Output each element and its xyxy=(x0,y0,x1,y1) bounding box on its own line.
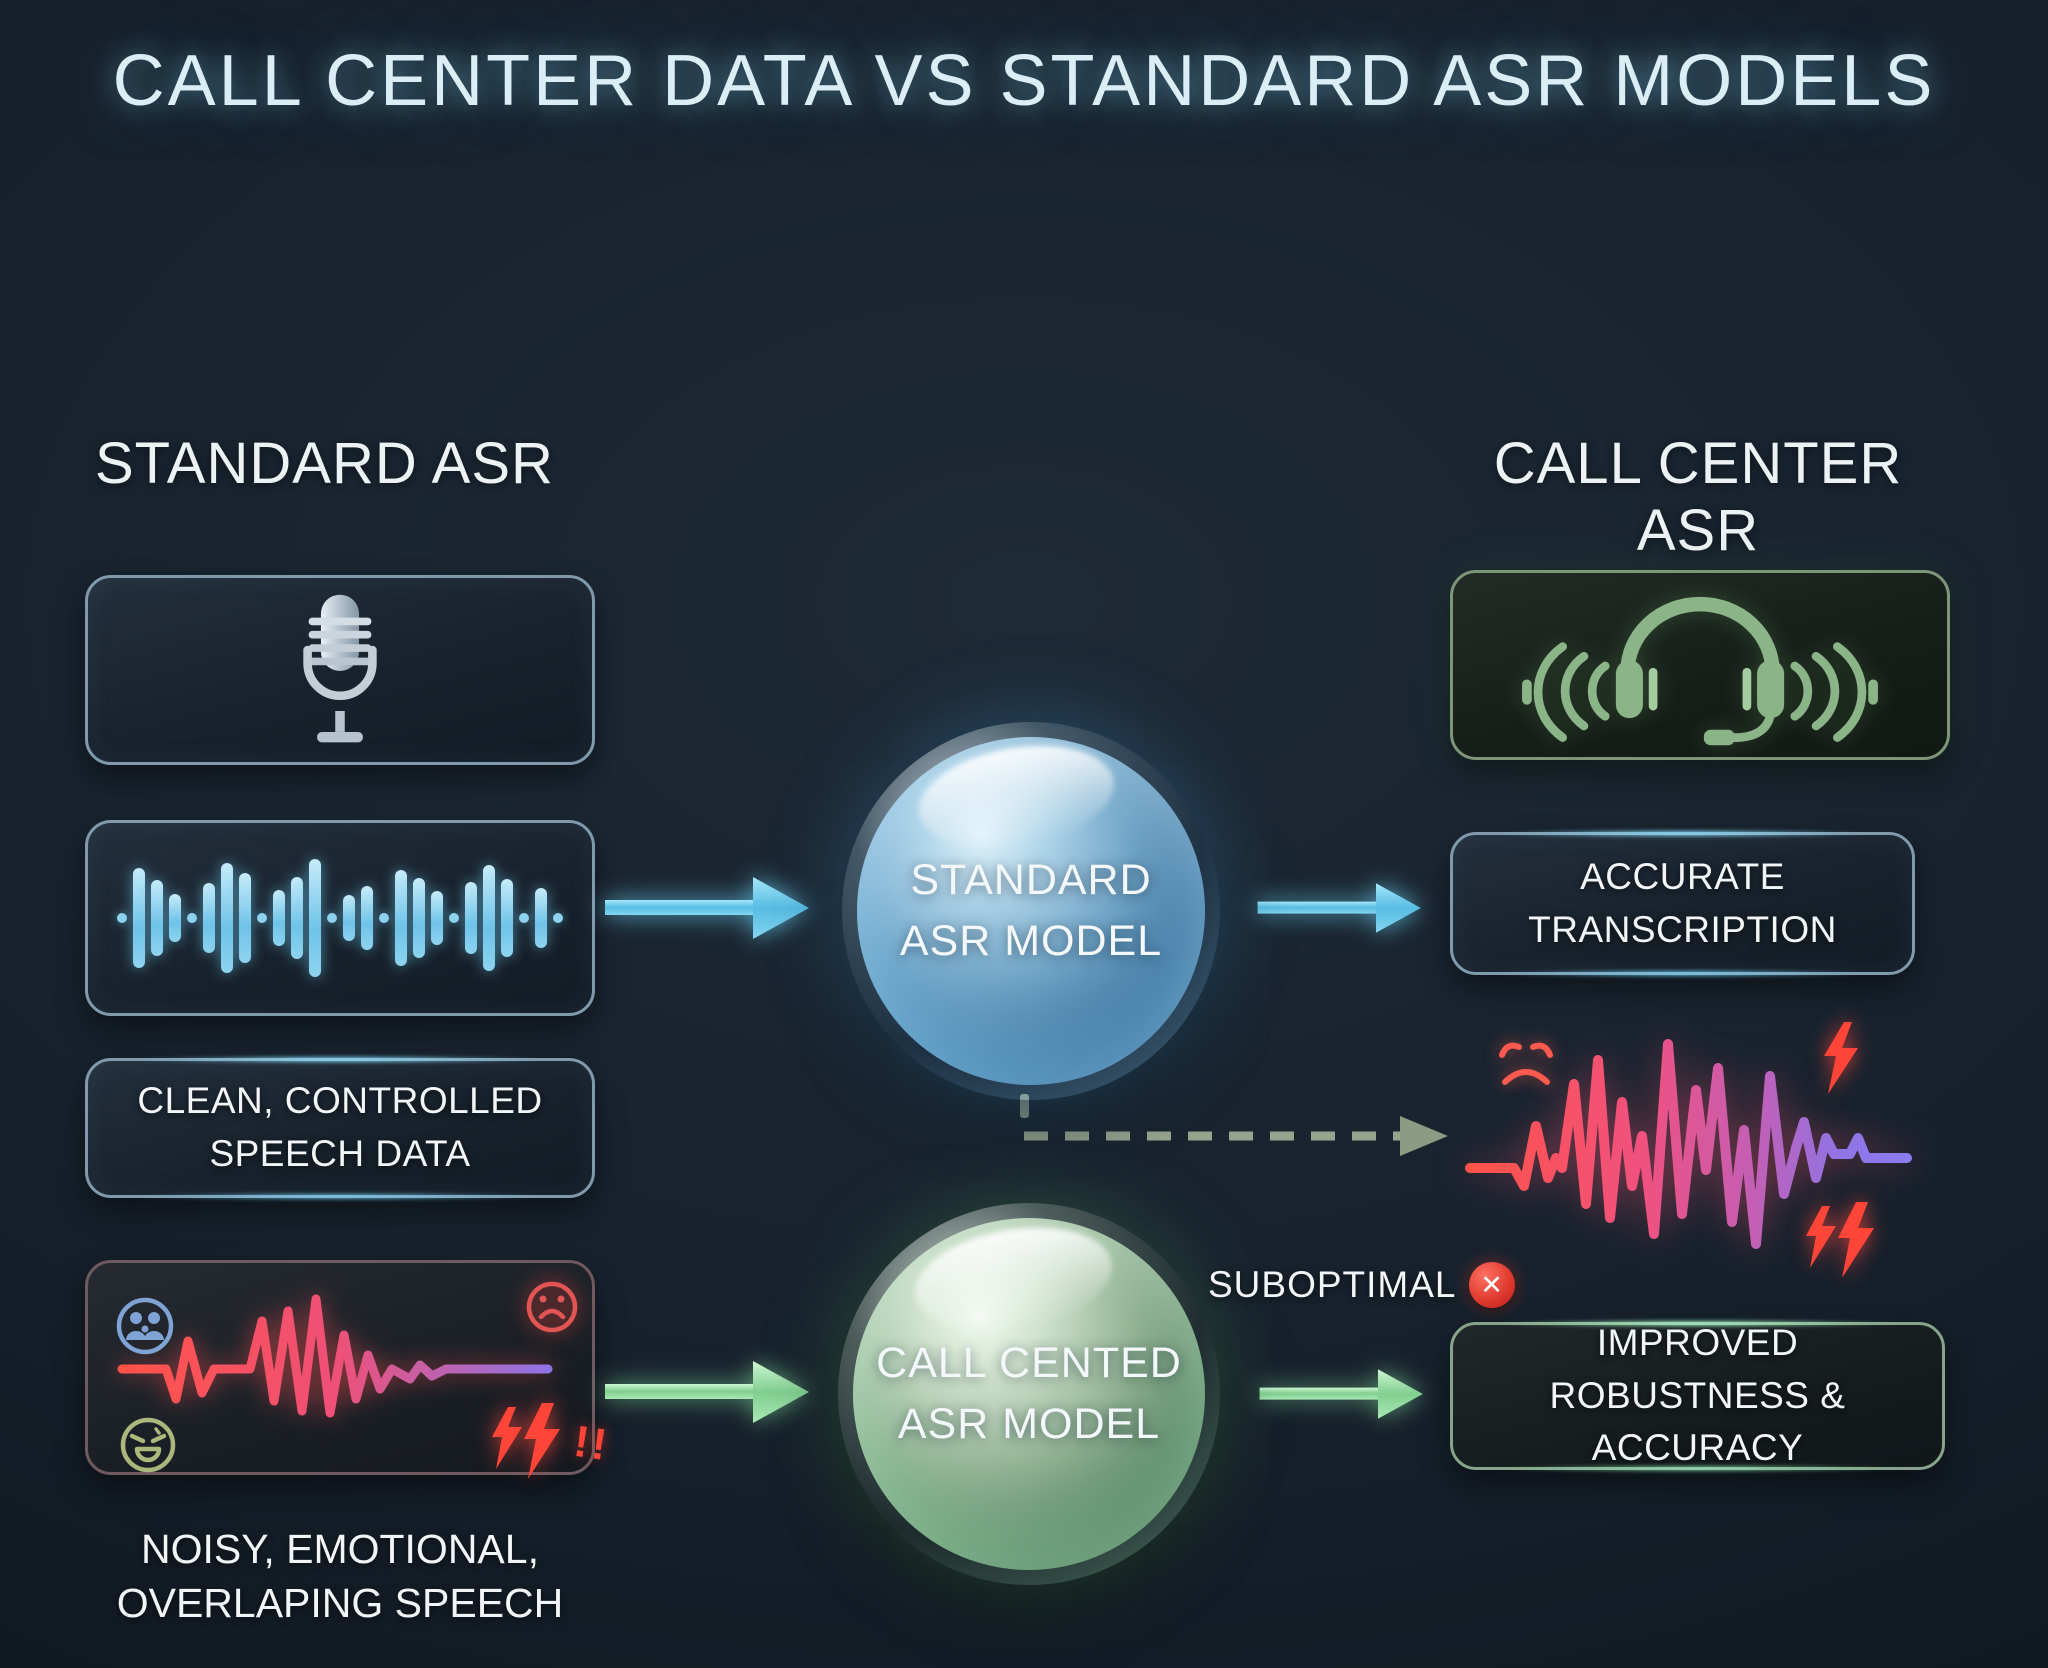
improved-robustness-card: IMPROVED ROBUSTNESS & ACCURACY xyxy=(1450,1322,1945,1470)
left-column-header: STANDARD ASR xyxy=(95,431,554,496)
sad-face-icon xyxy=(526,1281,578,1333)
text-line: ROBUSTNESS & ACCURACY xyxy=(1549,1374,1846,1469)
noisy-speech-card: !! xyxy=(85,1260,613,1479)
clean-audio-card xyxy=(85,820,595,1016)
clean-speech-text: CLEAN, CONTROLLED SPEECH DATA xyxy=(137,1075,542,1180)
waveform-bar xyxy=(273,890,285,946)
waveform-bar xyxy=(239,873,251,963)
waveform-dot xyxy=(379,913,389,923)
suboptimal-dashed-arrow xyxy=(1020,1094,1448,1156)
accurate-transcription-card: ACCURATE TRANSCRIPTION xyxy=(1450,832,1915,975)
text-line: CALL CENTED xyxy=(876,1339,1182,1387)
right-column-header: CALL CENTER ASR xyxy=(1493,431,1903,563)
waveform-bar xyxy=(151,880,163,956)
waveform-dot xyxy=(257,913,267,923)
call-center-asr-model-sphere: CALL CENTED ASR MODEL xyxy=(838,1203,1220,1585)
text-line: CLEAN, CONTROLLED xyxy=(137,1080,543,1122)
chaotic-gradient-waveform xyxy=(1465,1039,1912,1249)
waveform-dot xyxy=(327,913,337,923)
microphone-card xyxy=(85,575,595,765)
waveform-bar xyxy=(133,868,145,968)
suboptimal-label-group: SUBOPTIMAL ✕ xyxy=(1208,1262,1515,1308)
text-line: ASR MODEL xyxy=(899,917,1163,965)
noisy-speech-caption: NOISY, EMOTIONAL, OVERLAPING SPEECH xyxy=(85,1522,595,1630)
double-lightning-icon xyxy=(1806,1202,1874,1278)
waveform-bar xyxy=(395,870,407,966)
improved-robustness-text: IMPROVED ROBUSTNESS & ACCURACY xyxy=(1453,1317,1942,1475)
noisy-input-arrow xyxy=(605,1361,809,1423)
x-circle-icon: ✕ xyxy=(1468,1262,1515,1308)
waveform-bar xyxy=(291,877,303,959)
headset-with-soundwaves-icon xyxy=(1522,596,1878,746)
waveform-dot xyxy=(117,913,127,923)
audio-waveform-bars xyxy=(88,823,592,1013)
page-title: CALL CENTER DATA VS STANDARD ASR MODELS xyxy=(112,41,1936,121)
group-people-icon xyxy=(116,1297,174,1355)
waveform-bar xyxy=(483,865,495,971)
waveform-bar xyxy=(535,888,547,948)
waveform-bar xyxy=(343,895,355,941)
waveform-bar xyxy=(465,882,477,954)
text-line: TRANSCRIPTION xyxy=(1528,908,1837,950)
microphone-icon xyxy=(303,594,377,743)
standard-asr-model-sphere: STANDARD ASR MODEL xyxy=(842,722,1220,1100)
waveform-bar xyxy=(203,883,215,953)
text-line: STANDARD xyxy=(910,856,1152,904)
waveform-bar xyxy=(413,878,425,958)
clean-speech-label-card: CLEAN, CONTROLLED SPEECH DATA xyxy=(85,1058,595,1198)
waveform-dot xyxy=(553,913,563,923)
waveform-bar xyxy=(221,863,233,973)
waveform-dot xyxy=(449,913,459,923)
distressed-face-icon xyxy=(120,1417,176,1473)
text-line: NOISY, EMOTIONAL, xyxy=(141,1526,539,1572)
headset-card xyxy=(1450,570,1950,760)
waveform-dot xyxy=(519,913,529,923)
double-lightning-icon xyxy=(492,1403,560,1479)
clean-input-arrow xyxy=(605,877,809,939)
text-line: ACCURATE xyxy=(1580,855,1785,897)
waveform-dot xyxy=(187,913,197,923)
standard-sphere-label: STANDARD ASR MODEL xyxy=(842,722,1220,1100)
text-line: SPEECH DATA xyxy=(209,1133,471,1174)
noisy-gradient-waveform xyxy=(117,1294,553,1418)
angry-face-icon xyxy=(1499,1042,1553,1085)
call-center-sphere-label: CALL CENTED ASR MODEL xyxy=(838,1203,1220,1585)
waveform-bar xyxy=(169,894,181,942)
text-line: IMPROVED xyxy=(1596,1322,1799,1364)
suboptimal-label: SUBOPTIMAL xyxy=(1208,1264,1457,1305)
waveform-bar xyxy=(431,891,443,945)
text-line: OVERLAPING SPEECH xyxy=(116,1580,564,1627)
text-line: ASR MODEL xyxy=(897,1400,1161,1448)
accurate-transcription-text: ACCURATE TRANSCRIPTION xyxy=(1528,851,1837,956)
waveform-bar xyxy=(501,879,513,957)
waveform-bar xyxy=(309,859,321,977)
accurate-output-arrow xyxy=(1257,883,1421,933)
lightning-icon xyxy=(1824,1022,1858,1094)
waveform-bar xyxy=(361,886,373,950)
improved-output-arrow xyxy=(1259,1369,1423,1419)
